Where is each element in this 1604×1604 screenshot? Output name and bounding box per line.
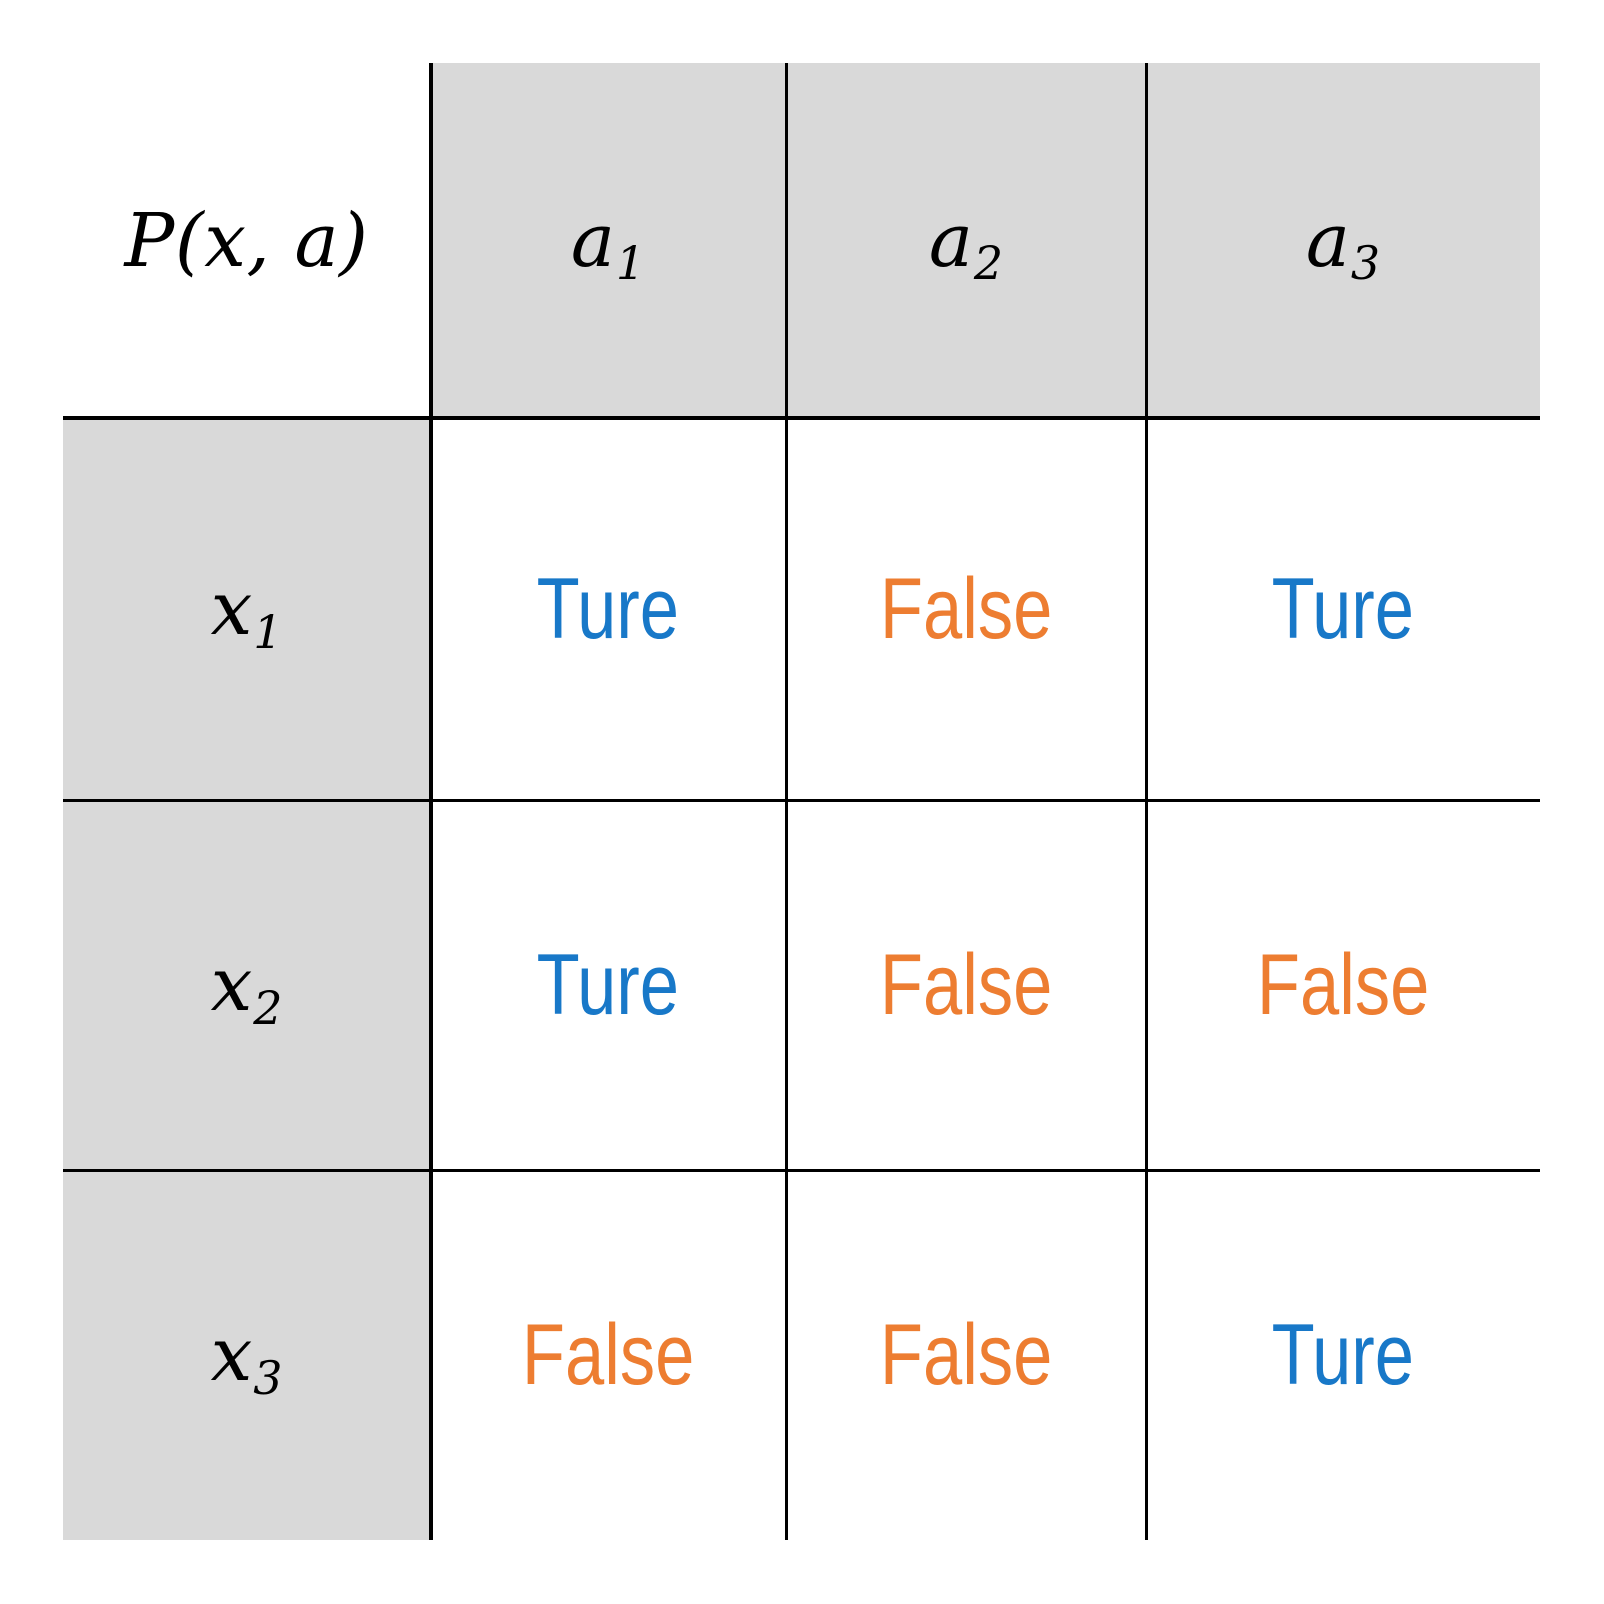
table-cell-x1-a1: Ture bbox=[430, 418, 786, 800]
truth-table: P(x, a) a1 a2 a3 x1 Ture False Ture x2 bbox=[63, 63, 1540, 1540]
grid-line-col-a2-right bbox=[1145, 63, 1148, 1540]
cell-value-x2-a3: False bbox=[1256, 937, 1430, 1033]
table-cell-x3-a3: Ture bbox=[1146, 1170, 1540, 1540]
grid-line-row2-bottom bbox=[63, 1169, 1540, 1172]
row-header-x2: x2 bbox=[63, 800, 430, 1170]
row-header-x3: x3 bbox=[63, 1170, 430, 1540]
row-header-x2-base: x bbox=[210, 942, 253, 1028]
column-header-a2-base: a bbox=[928, 197, 974, 284]
column-header-a2: a2 bbox=[786, 63, 1146, 418]
row-header-x3-subscript: 3 bbox=[253, 1350, 283, 1405]
table-cell-x3-a1: False bbox=[430, 1170, 786, 1540]
table-cell-x2-a1: Ture bbox=[430, 800, 786, 1170]
row-header-x1-label: x1 bbox=[211, 572, 283, 655]
column-header-a3-label: a3 bbox=[1306, 204, 1380, 287]
cell-value-x1-a1: Ture bbox=[536, 561, 680, 657]
corner-label: P(x, a) bbox=[124, 197, 369, 284]
cell-value-x3-a1: False bbox=[521, 1307, 695, 1403]
table-corner-cell: P(x, a) bbox=[63, 63, 430, 418]
row-header-x2-subscript: 2 bbox=[253, 980, 283, 1035]
grid-line-col-a1-right bbox=[785, 63, 788, 1540]
column-header-a3-base: a bbox=[1305, 197, 1351, 284]
row-header-x3-base: x bbox=[210, 1312, 253, 1398]
column-header-a1-label: a1 bbox=[571, 204, 645, 287]
row-header-x2-label: x2 bbox=[211, 948, 283, 1031]
cell-value-x2-a1: Ture bbox=[536, 937, 680, 1033]
table-cell-x2-a3: False bbox=[1146, 800, 1540, 1170]
row-header-x1-subscript: 1 bbox=[253, 604, 283, 659]
column-header-a2-label: a2 bbox=[929, 204, 1003, 287]
row-header-x1-base: x bbox=[210, 566, 253, 652]
cell-value-x1-a3: Ture bbox=[1271, 561, 1415, 657]
cell-value-x3-a2: False bbox=[879, 1307, 1053, 1403]
column-header-a1-base: a bbox=[570, 197, 616, 284]
column-header-a1: a1 bbox=[430, 63, 786, 418]
table-cell-x1-a3: Ture bbox=[1146, 418, 1540, 800]
grid-line-header-bottom bbox=[63, 416, 1540, 420]
row-header-x1: x1 bbox=[63, 418, 430, 800]
cell-value-x1-a2: False bbox=[879, 561, 1053, 657]
table-cell-x3-a2: False bbox=[786, 1170, 1146, 1540]
row-header-x3-label: x3 bbox=[211, 1318, 283, 1401]
column-header-a3-subscript: 3 bbox=[1350, 236, 1381, 291]
column-header-a1-subscript: 1 bbox=[615, 236, 646, 291]
grid-line-col-rowheader-right bbox=[429, 63, 433, 1540]
column-header-a2-subscript: 2 bbox=[973, 236, 1004, 291]
grid-line-row1-bottom bbox=[63, 799, 1540, 802]
cell-value-x2-a2: False bbox=[879, 937, 1053, 1033]
table-cell-x2-a2: False bbox=[786, 800, 1146, 1170]
table-cell-x1-a2: False bbox=[786, 418, 1146, 800]
column-header-a3: a3 bbox=[1146, 63, 1540, 418]
cell-value-x3-a3: Ture bbox=[1271, 1307, 1415, 1403]
